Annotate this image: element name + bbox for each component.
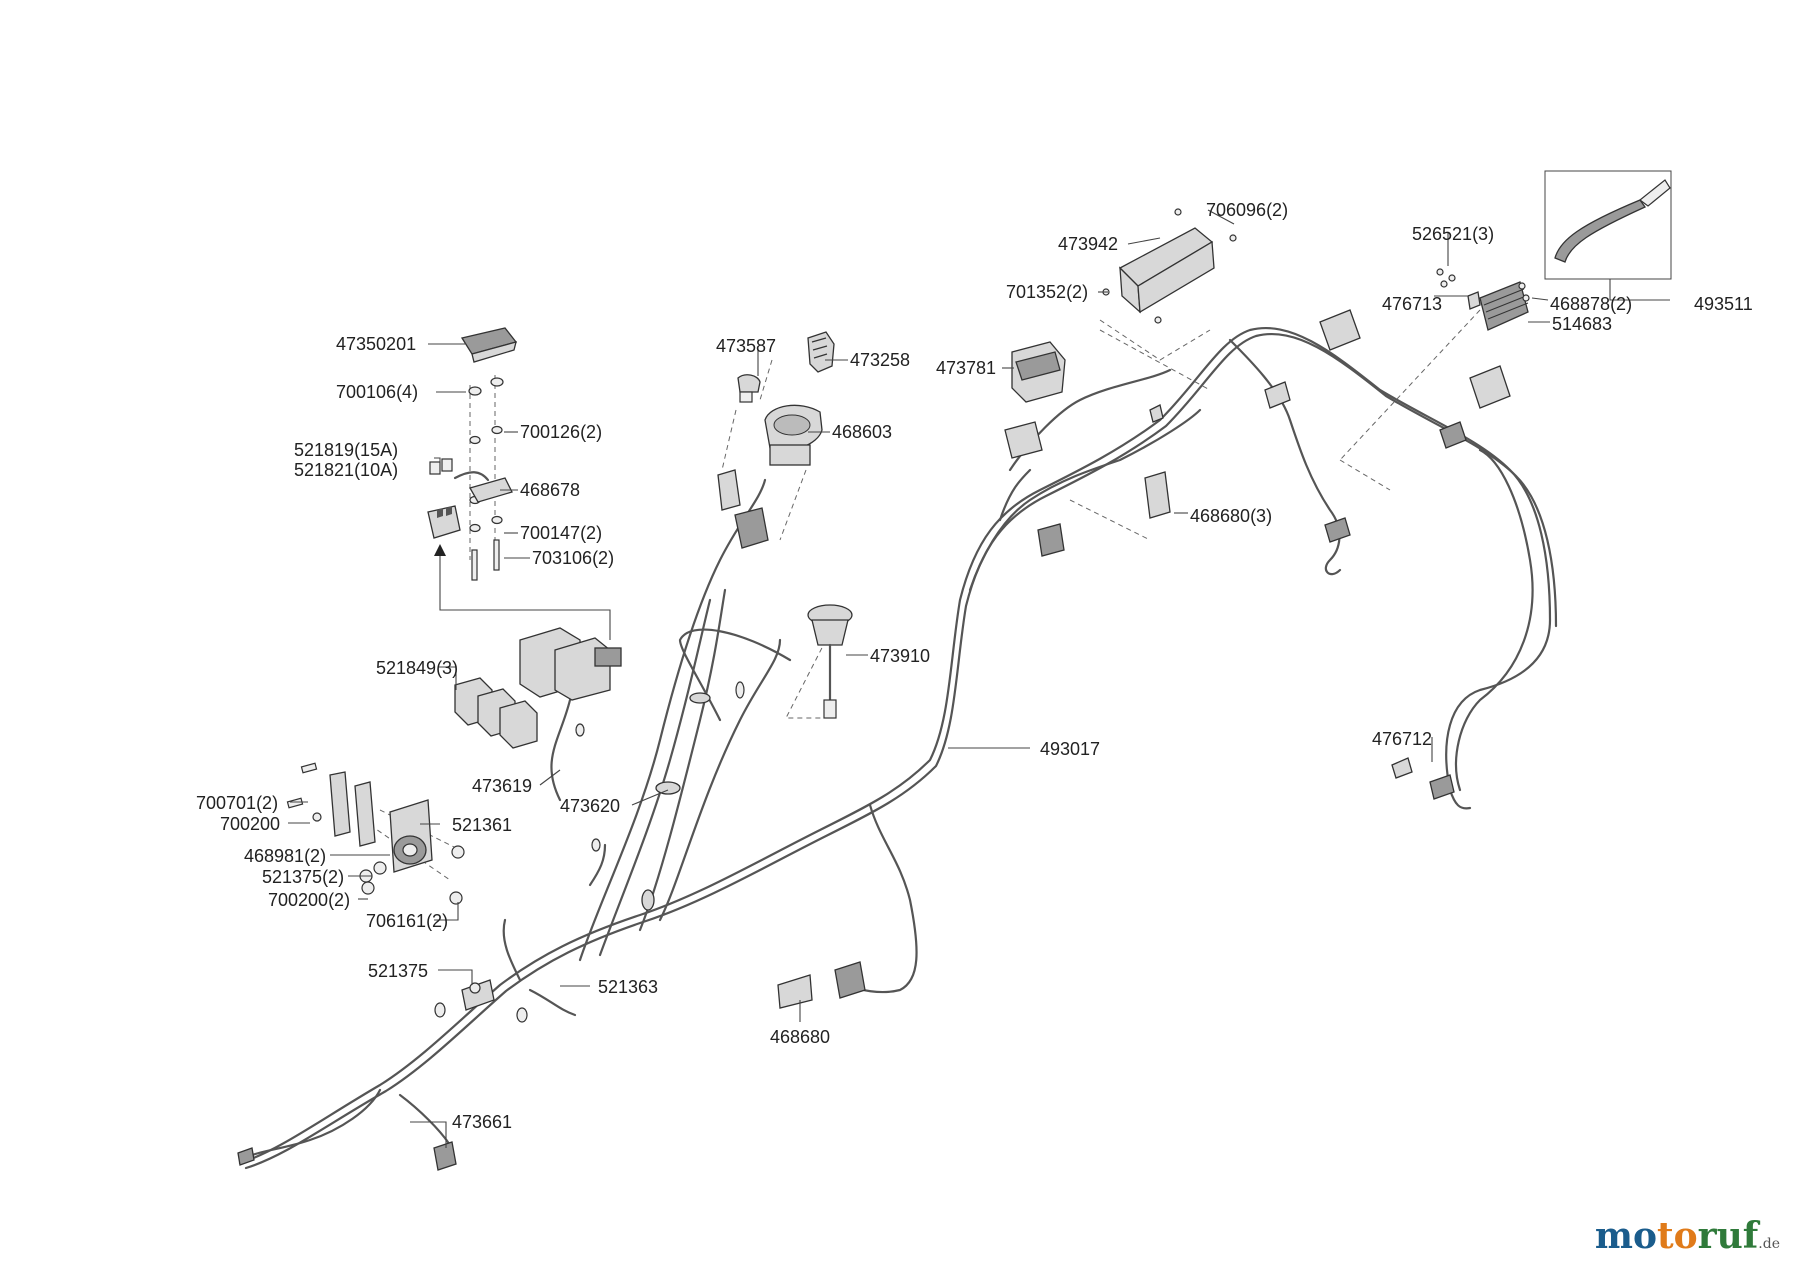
watermark-logo: motoruf.de [1595,1215,1780,1257]
label-476713: 476713 [1382,294,1442,314]
label-521361: 521361 [452,815,512,835]
label-701352: 701352(2) [1006,282,1088,302]
label-521375-2: 521375(2) [262,867,344,887]
label-493017: 493017 [1040,739,1100,759]
label-700147: 700147(2) [520,523,602,543]
part-labels: 47350201 700106(4) 700126(2) 521819(15A)… [196,200,1753,1132]
fuse-block-icon [427,505,461,539]
fuse-icon [429,461,441,475]
connector-icon [594,647,622,667]
label-700200: 700200 [220,814,280,834]
connector-icon [237,309,1511,1171]
label-493511: 493511 [1694,294,1753,314]
wiring-harness-icon [238,327,1558,1170]
label-476712: 476712 [1372,729,1432,749]
fuse-holder-assembly [427,327,611,640]
label-473910: 473910 [870,646,930,666]
label-700701: 700701(2) [196,793,278,813]
fuse-icon [441,458,453,472]
bracket-assembly [1436,170,1672,331]
connector-icon [1004,421,1043,459]
label-468680-3: 468680(3) [1190,506,1272,526]
relay-icon [454,627,622,749]
sensor-icon [807,604,853,719]
arrow-up-icon [439,550,611,640]
label-703106: 703106(2) [532,548,614,568]
label-521363: 521363 [598,977,658,997]
assembly-lines [369,309,1481,881]
connector-icon [717,469,741,511]
label-514683: 514683 [1552,314,1612,334]
label-468981: 468981(2) [244,846,326,866]
label-468878: 468878(2) [1550,294,1632,314]
label-521849: 521849(3) [376,658,458,678]
leader-lines [288,209,1550,1148]
label-473619: 473619 [472,776,532,796]
switch-icon [717,331,835,549]
label-521821: 521821(10A) [294,460,398,480]
label-47350201: 47350201 [336,334,416,354]
label-700126: 700126(2) [520,422,602,442]
solenoid-icon [286,762,481,994]
label-468678: 468678 [520,480,580,500]
watermark-part1: mo [1594,1215,1658,1257]
control-module-icon [1099,208,1237,361]
watermark-suffix: .de [1758,1236,1780,1252]
label-468603: 468603 [832,422,892,442]
connector-icon [1037,523,1065,557]
label-473620: 473620 [560,796,620,816]
label-473781: 473781 [936,358,996,378]
switch-icon [1004,341,1066,557]
label-473661: 473661 [452,1112,512,1132]
label-700200-2: 700200(2) [268,890,350,910]
label-468680: 468680 [770,1027,830,1047]
label-526521: 526521(3) [1412,224,1494,244]
label-706096: 706096(2) [1206,200,1288,220]
label-706161: 706161(2) [366,911,448,931]
label-700106: 700106(4) [336,382,418,402]
label-521375: 521375 [368,961,428,981]
watermark-part3: ruf [1697,1215,1759,1257]
watermark-part2: to [1657,1215,1698,1257]
connector-icon [734,507,769,549]
label-473587: 473587 [716,336,776,356]
label-473942: 473942 [1058,234,1118,254]
label-473258: 473258 [850,350,910,370]
label-521819: 521819(15A) [294,440,398,460]
